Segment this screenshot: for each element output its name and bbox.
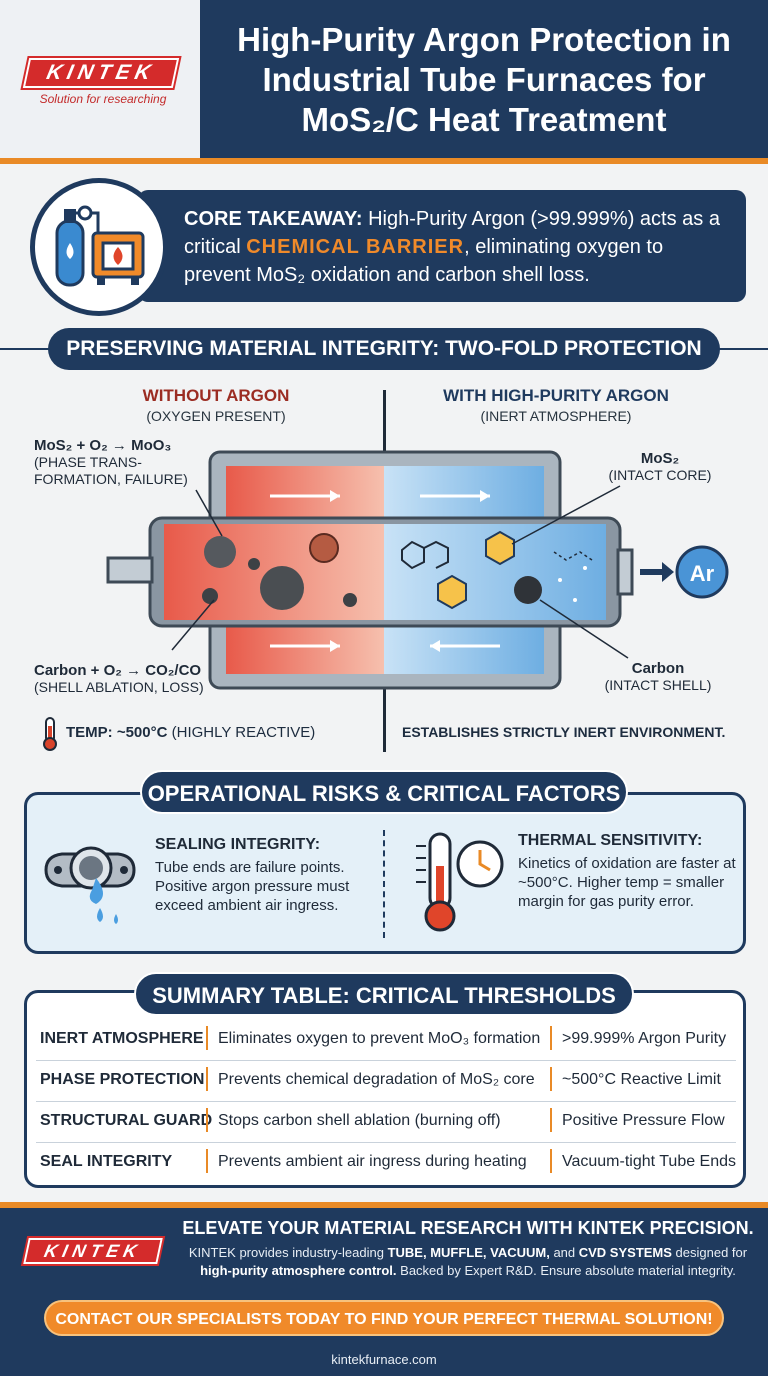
temperature-note: TEMP: ~500°C (HIGHLY REACTIVE) [66,724,366,741]
footer-description: KINTEK provides industry-leading TUBE, M… [180,1244,756,1280]
row-divider [36,1060,736,1061]
table-row: PHASE PROTECTION Prevents chemical degra… [38,1061,738,1101]
thermometer-clock-icon [416,832,504,932]
footer-banner [0,1208,768,1376]
leaking-seal-icon [44,846,136,924]
thermometer-icon [43,717,57,751]
row-divider [36,1142,736,1143]
row-divider [36,1101,736,1102]
row-desc: Eliminates oxygen to prevent MoO₃ format… [218,1030,541,1047]
tube-furnace-illustration: Ar [106,450,729,690]
footer-cvd: CVD SYSTEMS [578,1245,672,1260]
footer-products: TUBE, MUFFLE, VACUUM, [387,1245,550,1260]
footer-text-d: Backed by Expert R&D. Ensure absolute ma… [396,1263,736,1278]
mos2-oxidation-annotation: MoS₂ + O₂ → MoO₃(PHASE TRANS-FORMATION, … [34,437,224,488]
carbon-intact-annotation: Carbon(INTACT SHELL) [588,660,728,694]
logo-tagline: Solution for researching [39,92,167,106]
section-title-summary: SUMMARY TABLE: CRITICAL THRESHOLDS [134,972,634,1016]
risks-divider [383,830,385,938]
footer-text-b: and [549,1245,579,1260]
core-takeaway-text: CORE TAKEAWAY: High-Purity Argon (>99.99… [184,205,732,289]
mos2-equation: MoS₂ + O₂ → MoO₃ [34,437,172,454]
core-text-b: , eliminating oxygen to prevent MoS₂ oxi… [184,236,664,286]
mos2-intact-note: (INTACT CORE) [608,467,712,483]
risks-panel [24,792,746,954]
temp-note-text: (HIGHLY REACTIVE) [167,724,316,741]
gas-cylinder-icon [55,205,100,287]
mos2-intact-annotation: MoS₂(INTACT CORE) [600,450,720,484]
table-row: SEAL INTEGRITY Prevents ambient air ingr… [38,1143,738,1183]
row-value: Vacuum-tight Tube Ends [562,1153,737,1170]
website-link[interactable]: kintekfurnace.com [331,1352,437,1367]
section-title-two-fold: PRESERVING MATERIAL INTEGRITY: TWO-FOLD … [48,328,720,370]
thermal-sensitivity-title: THERMAL SENSITIVITY: [518,832,703,849]
footer-text-c: designed for [671,1245,748,1260]
row-name: STRUCTURAL GUARD [40,1112,213,1129]
argon-outlet-badge [675,545,729,599]
core-takeaway-banner [138,190,746,302]
orange-divider [0,1202,768,1208]
footer-headline: ELEVATE YOUR MATERIAL RESEARCH WITH KINT… [182,1218,754,1238]
core-highlight: CHEMICAL BARRIER [246,236,465,258]
row-desc: Prevents chemical degradation of MoS₂ co… [218,1071,535,1088]
inert-environment-note: ESTABLISHES STRICTLY INERT ENVIRONMENT. [402,724,726,740]
table-row: INERT ATMOSPHERE Eliminates oxygen to pr… [38,1020,738,1060]
page-title: High-Purity Argon Protection in Industri… [237,21,731,138]
temp-label: TEMP: ~500°C [66,724,168,741]
argon-symbol: Ar [690,561,715,586]
kintek-footer-logo[interactable]: KINTEK [23,1238,163,1264]
sealing-integrity-body: Tube ends are failure points. Positive a… [155,859,350,914]
row-value: >99.999% Argon Purity [562,1030,727,1047]
carbon-intact-name: Carbon [631,660,685,677]
row-desc: Prevents ambient air ingress during heat… [218,1153,527,1170]
carbon-oxidation-annotation: Carbon + O₂ → CO₂/CO(SHELL ABLATION, LOS… [34,662,264,696]
with-argon-title: WITH HIGH-PURITY ARGON [443,386,669,405]
thermal-sensitivity-body: Kinetics of oxidation are faster at ~500… [518,855,736,910]
carbon-equation-note: (SHELL ABLATION, LOSS) [34,679,204,695]
carbon-equation: Carbon + O₂ → CO₂/CO [34,662,202,679]
core-text-a: High-Purity Argon (>99.999%) acts as a c… [184,208,720,258]
row-value: Positive Pressure Flow [562,1112,725,1129]
orange-divider [0,158,768,164]
mos2-equation-note: (PHASE TRANS-FORMATION, FAILURE) [34,454,188,487]
row-name: PHASE PROTECTION [40,1071,205,1088]
furnace-icon [91,231,145,285]
contact-specialists-button[interactable]: CONTACT OUR SPECIALISTS TODAY TO FIND YO… [44,1300,724,1336]
mos2-intact-name: MoS₂ [640,450,680,467]
carbon-intact-note: (INTACT SHELL) [604,677,712,693]
without-argon-title: WITHOUT ARGON [142,386,290,405]
sealing-integrity-title: SEALING INTEGRITY: [155,836,321,853]
table-row: STRUCTURAL GUARD Stops carbon shell abla… [38,1102,738,1142]
row-name: SEAL INTEGRITY [40,1153,173,1170]
core-label: CORE TAKEAWAY: [184,208,363,230]
kintek-logo[interactable]: KINTEK [22,58,180,88]
core-icon-badge [30,178,168,316]
footer-text-a: KINTEK provides industry-leading [188,1245,388,1260]
row-name: INERT ATMOSPHERE [40,1030,204,1047]
with-argon-subtitle: (INERT ATMOSPHERE) [480,408,632,424]
section-title-risks: OPERATIONAL RISKS & CRITICAL FACTORS [140,770,628,814]
row-desc: Stops carbon shell ablation (burning off… [218,1112,501,1129]
row-value: ~500°C Reactive Limit [562,1071,721,1088]
footer-hp: high-purity atmosphere control. [200,1263,397,1278]
without-argon-subtitle: (OXYGEN PRESENT) [146,408,286,424]
